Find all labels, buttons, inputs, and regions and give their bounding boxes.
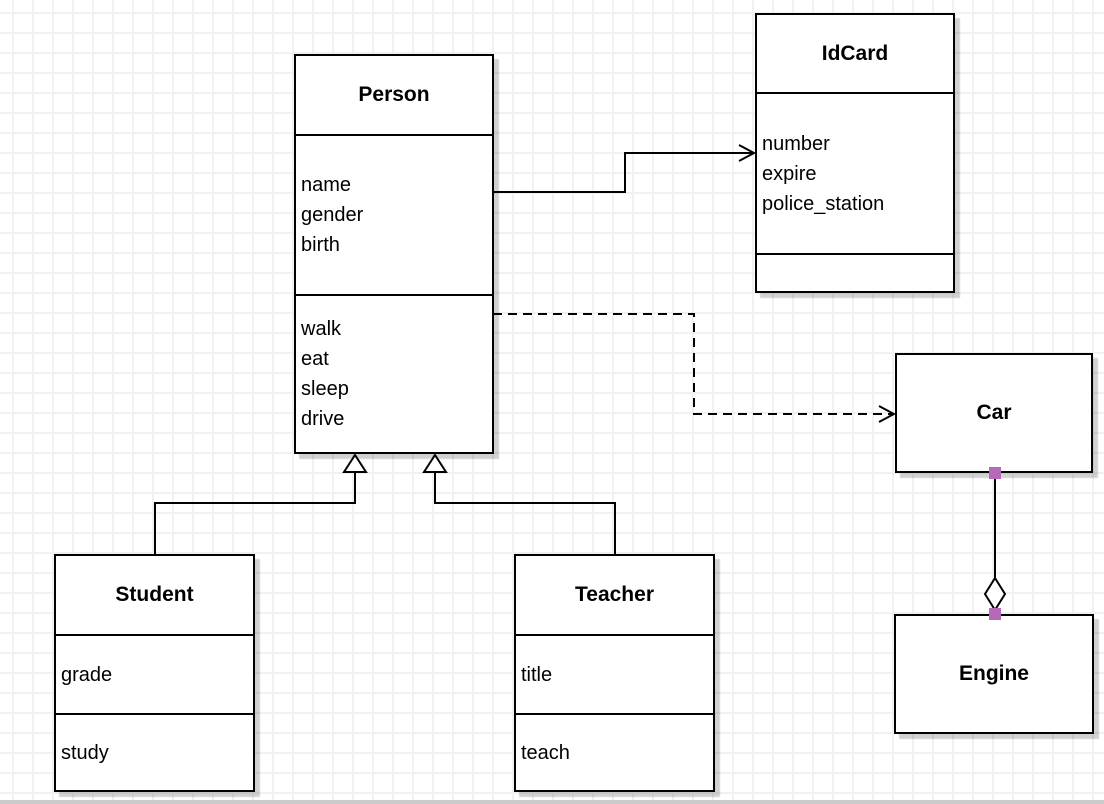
student-methods-section[interactable]: study	[56, 713, 253, 790]
method-row: sleep	[301, 378, 349, 400]
hollow-diamond-icon	[983, 576, 1007, 612]
person-attributes-section[interactable]: name gender birth	[296, 134, 492, 294]
teacher-methods-section[interactable]: teach	[516, 713, 713, 790]
generalization-teacher-person[interactable]	[422, 453, 616, 554]
class-title-student: Student	[115, 583, 194, 606]
class-box-idcard[interactable]: IdCard number expire police_station	[755, 13, 955, 293]
attribute-row: name	[301, 174, 352, 196]
canvas-edge-strip	[0, 800, 1104, 804]
attribute-row: expire	[762, 162, 817, 185]
method-row: eat	[301, 348, 329, 370]
class-title-engine: Engine	[958, 662, 1029, 685]
method-row: study	[61, 741, 109, 764]
hollow-triangle-icon	[422, 453, 448, 473]
teacher-attributes-section[interactable]: title	[516, 634, 713, 713]
class-box-car[interactable]: Car	[895, 353, 1093, 473]
generalization-line[interactable]	[154, 472, 356, 554]
class-title-person: Person	[358, 83, 430, 106]
attribute-row: birth	[301, 234, 340, 256]
dependency-line[interactable]	[493, 313, 892, 415]
class-title-idcard: IdCard	[821, 41, 889, 65]
class-box-engine[interactable]: Engine	[894, 614, 1094, 734]
person-methods-section[interactable]: walk eat sleep drive	[296, 294, 492, 452]
class-box-person[interactable]: Person name gender birth walk eat sleep …	[294, 54, 494, 454]
class-title-teacher: Teacher	[575, 583, 654, 606]
idcard-attributes-section[interactable]: number expire police_station	[757, 92, 953, 253]
attribute-row: police_station	[762, 192, 885, 215]
method-row: drive	[301, 408, 345, 430]
association-line[interactable]	[493, 152, 752, 193]
attribute-row: grade	[61, 663, 113, 686]
student-attributes-section[interactable]: grade	[56, 634, 253, 713]
attribute-row: number	[762, 132, 830, 155]
class-box-student[interactable]: Student grade study	[54, 554, 255, 792]
generalization-student-person[interactable]	[154, 453, 368, 554]
idcard-methods-section-empty[interactable]	[757, 253, 953, 291]
dependency-person-car[interactable]	[493, 313, 897, 423]
class-box-teacher[interactable]: Teacher title teach	[514, 554, 715, 792]
method-row: walk	[301, 318, 342, 340]
generalization-line[interactable]	[434, 472, 616, 554]
association-person-idcard[interactable]	[493, 144, 757, 193]
method-row: teach	[521, 741, 570, 764]
attribute-row: gender	[301, 204, 364, 226]
aggregation-car-engine[interactable]	[983, 467, 1007, 620]
class-title-car: Car	[976, 401, 1012, 424]
hollow-triangle-icon	[342, 453, 368, 473]
attribute-row: title	[521, 663, 553, 686]
